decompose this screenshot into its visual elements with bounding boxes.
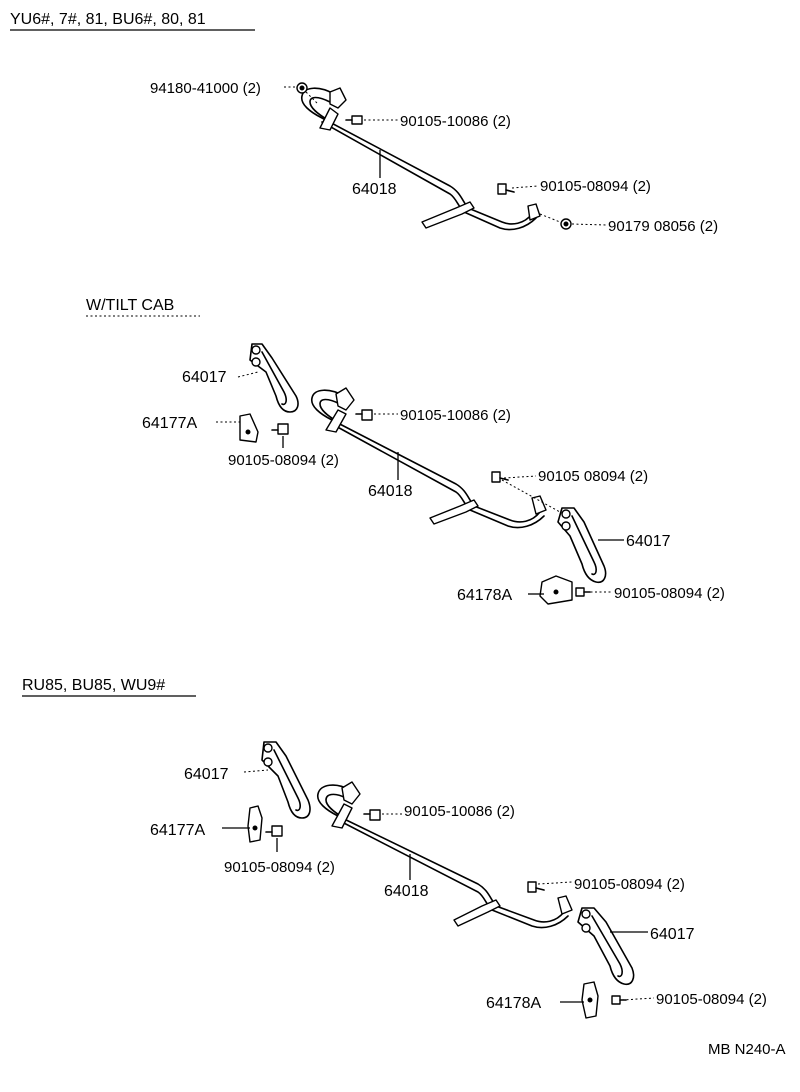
bracket-64177A-s3 bbox=[247, 805, 263, 843]
label-bolt-bottom: 90105-08094 (2) bbox=[656, 991, 767, 1008]
label-bracket-left: 64177A bbox=[150, 822, 205, 839]
bolt-icon bbox=[527, 881, 545, 893]
label-bolt-right: 90105-08094 (2) bbox=[540, 178, 651, 195]
section-1: YU6#, 7#, 81, BU6#, 80, 81 bbox=[10, 11, 718, 235]
label-bolt-bottom: 90105-08094 (2) bbox=[614, 585, 725, 602]
label-bolt-top: 90105-10086 (2) bbox=[404, 803, 515, 820]
section-2-header: W/TILT CAB bbox=[86, 297, 174, 314]
label-bolt-left: 90105-08094 (2) bbox=[228, 452, 339, 469]
rod-end-bracket-s1 bbox=[329, 87, 347, 109]
bolt-icon bbox=[271, 423, 289, 435]
bolt-icon bbox=[491, 471, 509, 483]
arm-64017-right-s3 bbox=[577, 907, 635, 986]
section-3-header: RU85, BU85, WU9# bbox=[22, 677, 165, 694]
label-rod: 64018 bbox=[368, 483, 413, 500]
label-clip: 94180-41000 (2) bbox=[150, 80, 261, 97]
label-bracket-right: 64178A bbox=[457, 587, 512, 604]
label-nut-right: 90179 08056 (2) bbox=[608, 218, 718, 235]
nut-icon bbox=[560, 218, 572, 230]
section-1-header: YU6#, 7#, 81, BU6#, 80, 81 bbox=[10, 11, 206, 28]
bracket-64177A-s2 bbox=[239, 413, 259, 443]
arm-64017-left-s2 bbox=[249, 343, 299, 413]
label-arm-left: 64017 bbox=[184, 766, 229, 783]
section-2: W/TILT CAB bbox=[86, 297, 725, 605]
rod-center-bracket-s1 bbox=[421, 201, 475, 229]
label-rod: 64018 bbox=[352, 181, 397, 198]
label-bolt-top: 90105-10086 (2) bbox=[400, 407, 511, 424]
arm-64017-left-s3 bbox=[261, 741, 311, 819]
label-rod: 64018 bbox=[384, 883, 429, 900]
label-arm-right: 64017 bbox=[650, 926, 695, 943]
label-arm-left: 64017 bbox=[182, 369, 227, 386]
clip-icon bbox=[296, 82, 308, 94]
rod-64018-s3 bbox=[316, 781, 573, 929]
bolt-icon bbox=[363, 809, 381, 821]
label-arm-right: 64017 bbox=[626, 533, 671, 550]
rod-64018-s1 bbox=[300, 87, 541, 231]
arm-64017-right-s2 bbox=[557, 507, 607, 584]
bracket-64178A-s2 bbox=[539, 575, 573, 605]
label-bolt-left: 90105-08094 (2) bbox=[224, 859, 335, 876]
bolt-icon bbox=[265, 825, 283, 837]
bolt-icon bbox=[345, 115, 363, 125]
figure-code: MB N240-A bbox=[708, 1041, 786, 1058]
rod-64018-s2 bbox=[310, 387, 547, 529]
label-bracket-left: 64177A bbox=[142, 415, 197, 432]
label-bolt-top: 90105-10086 (2) bbox=[400, 113, 511, 130]
bolt-icon bbox=[355, 409, 373, 421]
label-bolt-right: 90105 08094 (2) bbox=[538, 468, 648, 485]
label-bolt-right: 90105-08094 (2) bbox=[574, 876, 685, 893]
bracket-64178A-s3 bbox=[581, 981, 599, 1019]
bolt-icon bbox=[497, 183, 515, 195]
label-bracket-right: 64178A bbox=[486, 995, 541, 1012]
section-3: RU85, BU85, WU9# bbox=[22, 677, 767, 1019]
